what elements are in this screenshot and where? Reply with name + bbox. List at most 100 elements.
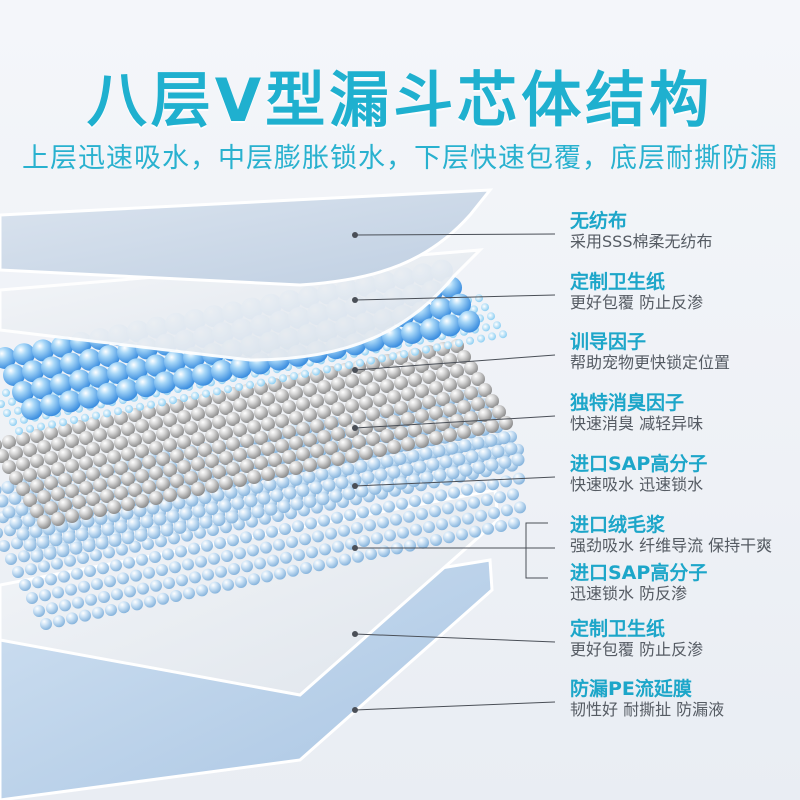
bead	[201, 539, 213, 552]
bead	[75, 528, 89, 542]
bead	[205, 502, 219, 516]
bead	[121, 422, 135, 436]
dot	[475, 294, 483, 303]
bead	[162, 548, 174, 561]
bead	[44, 451, 58, 465]
bead	[31, 377, 53, 400]
bead	[44, 476, 58, 490]
bead	[37, 490, 51, 504]
bead	[16, 432, 30, 446]
dot	[103, 409, 111, 418]
bead	[128, 483, 142, 497]
bead	[107, 475, 121, 489]
bead	[58, 498, 72, 512]
leader-line	[354, 233, 556, 236]
bead	[51, 512, 65, 526]
dot	[433, 343, 441, 352]
dot	[389, 352, 397, 361]
bead	[8, 491, 22, 505]
bead	[289, 386, 303, 400]
bead	[387, 440, 401, 454]
bead	[205, 479, 219, 493]
bead	[499, 416, 513, 430]
leader-line	[354, 415, 556, 429]
bead	[299, 533, 311, 546]
layer-description: 快速吸水 迅速锁水	[570, 475, 704, 494]
layer-name: 防漏PE流延膜	[570, 678, 692, 700]
dot	[482, 323, 490, 332]
bead	[100, 439, 114, 453]
bead	[450, 414, 464, 428]
bead	[268, 403, 282, 417]
bead	[104, 575, 116, 588]
dot	[202, 389, 210, 398]
bead	[377, 516, 389, 529]
bead	[429, 431, 443, 445]
bead	[149, 491, 163, 505]
bead	[254, 406, 268, 420]
bead	[261, 417, 275, 431]
layer-name: 定制卫生纸	[570, 618, 666, 640]
bead	[300, 562, 312, 574]
bead	[498, 455, 512, 469]
leader-line	[354, 701, 556, 711]
bead	[338, 413, 352, 427]
bead	[233, 423, 247, 437]
bead	[170, 590, 182, 602]
bead	[514, 501, 526, 514]
bead	[241, 560, 253, 573]
bead	[111, 588, 123, 601]
bead	[86, 442, 100, 456]
bead	[482, 522, 494, 535]
bead	[9, 516, 23, 530]
bead	[317, 455, 331, 469]
bead	[105, 604, 117, 616]
bead	[79, 456, 93, 470]
bead	[98, 345, 120, 367]
bead	[443, 403, 457, 417]
bead	[310, 394, 324, 408]
bead	[184, 421, 198, 435]
bead	[326, 556, 338, 569]
bead	[371, 532, 383, 545]
bead	[324, 391, 338, 405]
bead	[253, 528, 265, 541]
bead	[215, 565, 227, 578]
bead	[137, 582, 149, 595]
bead	[176, 574, 188, 587]
bead	[420, 318, 442, 341]
bead	[279, 523, 291, 535]
bead	[177, 460, 191, 474]
bead	[335, 476, 349, 490]
bead	[117, 572, 129, 585]
bead	[13, 343, 35, 366]
bead	[345, 449, 359, 463]
bead	[92, 606, 104, 619]
layer-description: 快速消臭 减轻异味	[570, 414, 704, 433]
bead	[40, 618, 52, 630]
bead	[114, 486, 128, 500]
bead	[163, 413, 177, 427]
dot	[422, 345, 430, 354]
bead	[449, 515, 461, 528]
bead	[205, 429, 219, 443]
bead	[36, 535, 50, 549]
bead	[415, 434, 429, 448]
bead	[266, 525, 278, 538]
bead	[186, 518, 200, 532]
bead	[37, 440, 51, 454]
bead	[380, 379, 394, 393]
bead	[364, 519, 376, 532]
bead	[341, 462, 355, 476]
dot	[367, 356, 375, 365]
bead	[98, 591, 110, 603]
bead	[494, 491, 506, 504]
bead	[342, 487, 356, 501]
bead	[170, 424, 184, 438]
bead	[430, 297, 452, 320]
bead	[3, 364, 25, 386]
leader-line	[354, 476, 556, 487]
bead	[332, 540, 344, 553]
bead	[287, 564, 299, 577]
bead	[0, 347, 16, 369]
